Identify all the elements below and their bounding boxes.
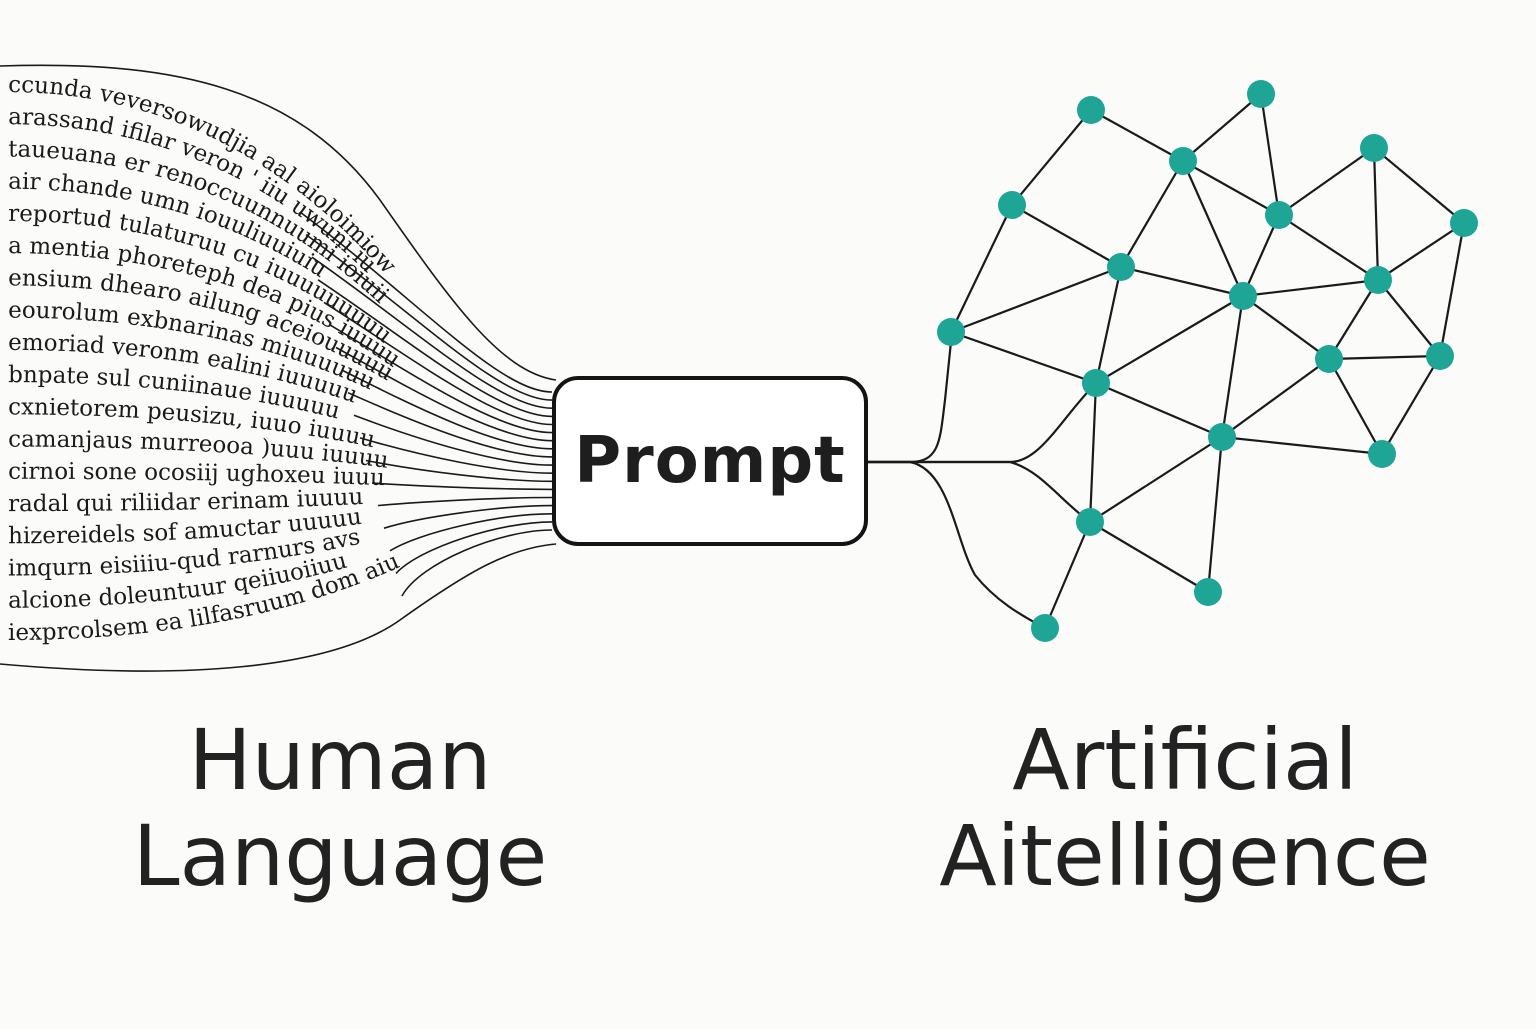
network-node <box>1315 345 1343 373</box>
network-edge <box>1088 382 1098 523</box>
network-edge <box>1221 435 1383 456</box>
network-edge <box>1278 147 1375 216</box>
network-edge <box>1095 381 1223 439</box>
network-node <box>937 318 965 346</box>
flow-line <box>365 459 553 483</box>
network-edge <box>1094 266 1123 384</box>
network-node <box>1194 578 1222 606</box>
network-edge <box>1011 204 1122 268</box>
network-edge <box>1090 109 1184 162</box>
flow-line <box>401 529 553 597</box>
network-edge <box>1043 521 1092 629</box>
network-node <box>1426 342 1454 370</box>
network-node <box>1107 253 1135 281</box>
artificial-intelligence-caption: Artificial Aitelligence <box>930 712 1440 904</box>
artificial-intelligence-caption-line2: Aitelligence <box>939 807 1431 905</box>
network-node <box>1229 282 1257 310</box>
network-edge <box>950 204 1013 333</box>
flow-line <box>311 256 553 409</box>
network-node <box>1076 508 1104 536</box>
prompt-to-network-connectors <box>868 331 1097 629</box>
prompt-label: Prompt <box>574 424 846 498</box>
flow-line <box>383 504 553 529</box>
flow-line <box>359 437 553 474</box>
network-node <box>998 191 1026 219</box>
flow-line <box>389 513 553 552</box>
network-edge <box>1182 93 1262 162</box>
flow-line <box>395 521 553 574</box>
network-node <box>1368 440 1396 468</box>
network-edge <box>1328 279 1379 360</box>
human-text-stream: ccunda veversowudjia aal aioloimiowarass… <box>8 72 405 646</box>
flow-line <box>323 301 553 426</box>
network-edge <box>1328 358 1383 455</box>
stream-border-bottom <box>0 543 557 672</box>
network-edge <box>1381 355 1441 455</box>
neural-network-edges <box>950 93 1466 629</box>
network-edge <box>950 330 1097 385</box>
connector-line <box>868 382 1097 464</box>
network-node <box>1077 96 1105 124</box>
flow-line <box>341 369 553 450</box>
network-edge <box>1377 279 1441 357</box>
network-edge <box>1120 160 1184 268</box>
artificial-intelligence-caption-line1: Artificial <box>1012 711 1358 809</box>
network-node <box>1247 80 1275 108</box>
network-edge <box>1242 278 1379 298</box>
network-edge <box>1089 436 1223 523</box>
network-node <box>1031 614 1059 642</box>
network-node <box>1208 423 1236 451</box>
network-edge <box>1206 436 1224 593</box>
network-edge <box>1372 147 1380 281</box>
network-edge <box>1095 295 1244 384</box>
network-edge <box>1278 214 1379 281</box>
network-edge <box>1373 147 1465 224</box>
flow-line <box>329 324 553 434</box>
network-edge <box>1328 354 1441 361</box>
connector-line <box>868 460 1046 629</box>
network-node <box>1082 369 1110 397</box>
prompt-box: Prompt <box>552 376 868 546</box>
flow-line <box>335 346 553 442</box>
connector-line <box>868 331 954 464</box>
network-node <box>1169 147 1197 175</box>
network-node <box>1450 209 1478 237</box>
network-edge <box>1438 222 1466 357</box>
network-edge <box>1220 295 1245 438</box>
network-edge <box>1259 93 1281 216</box>
network-edge <box>1221 358 1330 438</box>
network-edge <box>1241 214 1281 297</box>
human-language-caption-line1: Human <box>188 711 492 809</box>
connector-line <box>868 460 1091 523</box>
network-edge <box>1182 160 1280 216</box>
network-edge <box>1377 222 1465 281</box>
human-language-caption: Human Language <box>130 712 550 904</box>
network-edge <box>1242 295 1330 360</box>
flow-line <box>353 414 553 466</box>
flow-line <box>371 482 553 491</box>
network-node <box>1360 134 1388 162</box>
network-edge <box>1181 160 1245 297</box>
stream-border-top <box>0 64 557 381</box>
network-edge <box>1089 521 1209 593</box>
flow-line <box>305 233 553 401</box>
network-edge <box>1011 109 1092 206</box>
text-flow-lines <box>0 64 557 672</box>
flow-line <box>317 279 553 418</box>
network-edge <box>1120 265 1244 298</box>
human-language-caption-line2: Language <box>132 807 548 905</box>
network-node <box>1364 266 1392 294</box>
neural-network-nodes <box>937 80 1478 642</box>
network-edge <box>950 265 1122 334</box>
flow-line <box>347 391 553 458</box>
flow-line <box>377 496 553 507</box>
flow-line <box>299 211 553 393</box>
network-node <box>1265 201 1293 229</box>
